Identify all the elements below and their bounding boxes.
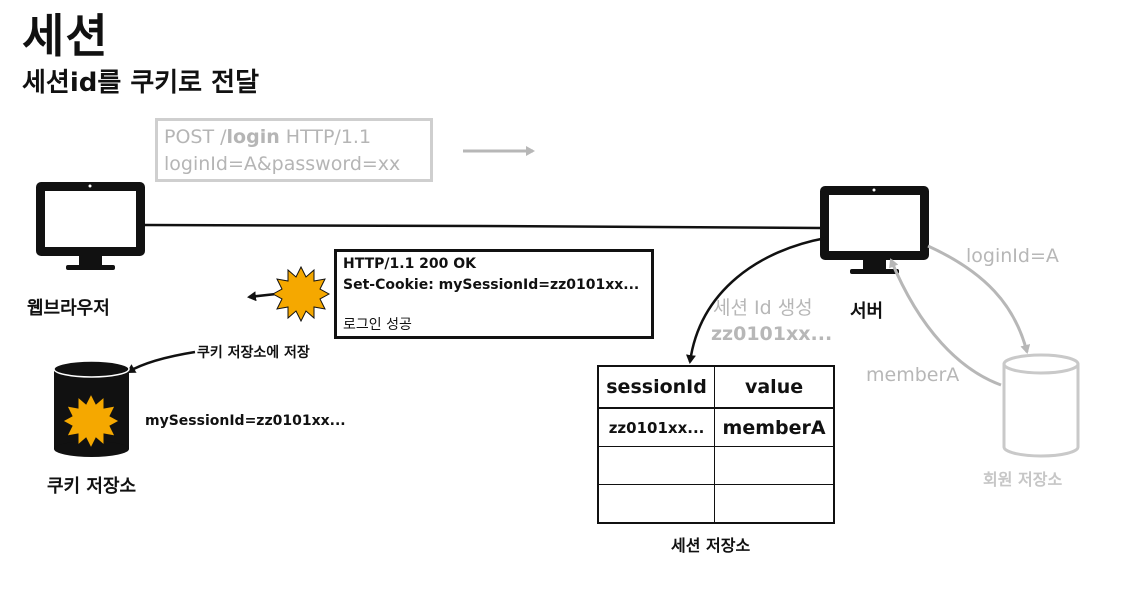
page-title: 세션 [22,9,109,63]
response-set-cookie-line: Set-Cookie: mySessionId=zz0101xx... [343,277,640,293]
table-row [597,484,835,524]
response-arrow [247,291,277,302]
cell-session-id: zz0101xx... [597,407,716,447]
server-label: 서버 [850,301,884,322]
cookie-burst-icon [271,265,331,323]
cookie-save-label: 쿠키 저장소에 저장 [197,345,310,361]
browser-server-connector [144,223,821,230]
response-body-line: 로그인 성공 [343,317,412,333]
cell-value: memberA [714,407,835,447]
cell-value [714,446,835,485]
session-id-value: zz0101xx... [711,323,833,345]
member-store-label: 회원 저장소 [983,470,1063,489]
table-row: zz0101xx... memberA [597,407,835,447]
table-row [597,446,835,485]
cookie-value: mySessionId=zz0101xx... [145,413,346,429]
table-header-row: sessionId value [597,366,835,409]
session-store-table: sessionId value zz0101xx... memberA [597,365,835,524]
page-subtitle: 세션id를 쿠키로 전달 [22,68,259,98]
header-value: value [714,366,835,409]
session-create-arrow [686,236,827,364]
stored-cookie-burst-icon [61,392,121,450]
response-status-line: HTTP/1.1 200 OK [343,256,477,272]
login-lookup-arrow [927,244,1031,354]
session-store-label: 세션 저장소 [671,536,751,555]
session-create-label: 세션 Id 생성 [713,297,813,319]
cell-value [714,484,835,524]
cookie-store-label: 쿠키 저장소 [47,476,137,497]
header-session-id: sessionId [597,366,716,409]
cookie-save-arrow [126,350,196,374]
cell-session-id [597,446,716,485]
browser-monitor-icon [36,182,145,270]
request-line-1: POST /login HTTP/1.1 [164,126,372,148]
cell-session-id [597,484,716,524]
request-message-box: POST /login HTTP/1.1 loginId=A&password=… [155,118,433,182]
browser-label: 웹브라우저 [27,298,110,319]
login-lookup-label: loginId=A [966,245,1059,267]
member-store-cylinder-icon [1002,353,1080,458]
member-result-arrow [889,258,1002,387]
request-line-2: loginId=A&password=xx [164,153,401,175]
server-monitor-icon [820,186,929,274]
member-result-label: memberA [866,364,960,386]
response-message-box: HTTP/1.1 200 OK Set-Cookie: mySessionId=… [334,249,654,339]
